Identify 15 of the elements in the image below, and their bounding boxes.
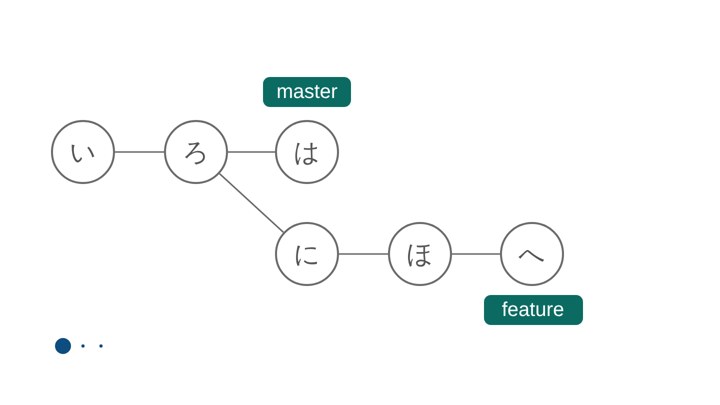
commit-character: へ — [518, 238, 546, 272]
branch-name: master — [276, 80, 338, 104]
commit-character: い — [70, 136, 96, 170]
commit-character: ろ — [182, 136, 210, 170]
branch-label — [484, 295, 582, 325]
branch-label — [263, 77, 351, 107]
commit-character: に — [294, 238, 320, 272]
connector-line — [228, 151, 275, 153]
connector-line — [115, 151, 164, 153]
branch-name: feature — [502, 298, 564, 322]
commit-character: ほ — [406, 238, 434, 272]
connector-line — [219, 173, 284, 233]
connector-line — [452, 253, 500, 255]
commit-character: は — [294, 136, 320, 170]
connector-line — [339, 253, 388, 255]
